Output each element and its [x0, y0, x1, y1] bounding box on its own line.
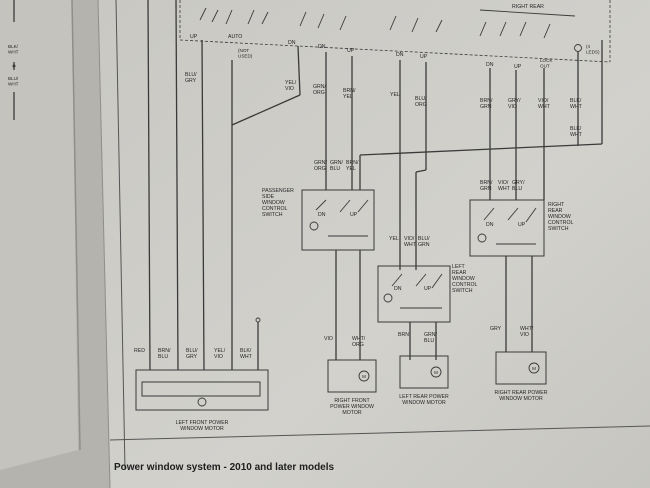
wire-label: VIO/WHT	[538, 98, 551, 110]
switch-label: UP	[347, 48, 355, 54]
switch-label: RIGHT REAR	[512, 4, 544, 10]
wire-label: BLU/ORG	[415, 96, 427, 108]
left-page-fragment: BLK/WHT BLU/WHT	[8, 0, 19, 120]
wire-label: YEL	[390, 92, 400, 98]
switch-label: UP	[518, 222, 526, 228]
motor-symbol: M	[362, 374, 366, 379]
switch-label: UP	[350, 212, 358, 218]
wire-label: BLK/WHT	[240, 348, 253, 360]
wire-label: BRN/YEL	[343, 88, 356, 100]
wire-label: GRN/BLU	[424, 332, 438, 344]
switch-label: UP	[420, 54, 428, 60]
wire-label: BRN/YEL	[346, 160, 359, 172]
wire-label: BLK/WHT	[8, 44, 19, 54]
wire-label: VIO/WHT	[404, 236, 417, 248]
wire-label: BLU/WHT	[8, 76, 19, 86]
switch-label: DN	[318, 44, 326, 50]
left-page	[0, 0, 78, 470]
switch-label: DN	[318, 212, 326, 218]
wire-label: BRN/BLU	[158, 348, 171, 360]
wire-label: YEL/VIO	[285, 80, 297, 92]
wire-label: GRY/VIO	[508, 98, 521, 110]
wire-label: GRY	[490, 326, 502, 332]
motor-symbol: M	[532, 366, 536, 371]
switch-label: UP	[514, 64, 522, 70]
switch-label: UP	[424, 286, 432, 292]
master-wires: BLU/GRY YEL/VIO GRN/ORG BRN/YEL YEL BLU/…	[147, 0, 603, 371]
wire-label: WHT/VIO	[520, 326, 534, 338]
switch-label: DN	[486, 62, 494, 68]
wire-label: BLU/GRY	[186, 348, 198, 360]
wire-label: BRN/GRN	[480, 98, 493, 110]
wire-label: BRN	[398, 332, 409, 338]
switch-label: DN	[486, 222, 494, 228]
wire-label: BLK/WHT	[570, 126, 583, 138]
ground-symbol	[255, 317, 261, 370]
wire-label: GRY/BLU	[512, 180, 525, 192]
wire-label: YEL/VIO	[214, 348, 226, 360]
switch-label: AUTO	[228, 34, 242, 40]
wire-label: BLK/WHT	[570, 98, 583, 110]
switch-label: DN	[396, 52, 404, 58]
wire-label: GRN/ORG	[313, 84, 327, 96]
wire-label: BLU/GRN	[418, 236, 430, 248]
motor-symbol: M	[434, 370, 438, 375]
wire-label: YEL	[389, 236, 399, 242]
wire-label: BLU/GRY	[185, 72, 197, 84]
left-front-motor: RED BRN/BLU BLU/GRY YEL/VIO BLK/WHT LEFT…	[134, 348, 269, 432]
wire-label: RED	[134, 348, 145, 354]
wire-label: WHT/ORG	[352, 336, 366, 348]
wire-label: GRN/BLU	[330, 160, 344, 172]
page-caption: Power window system - 2010 and later mod…	[114, 462, 335, 473]
wire-label: BRN/GRN	[480, 180, 493, 192]
wire-label: GRN/ORG	[314, 160, 328, 172]
switch-label: UP	[190, 34, 198, 40]
wire-label: VIO/WHT	[498, 180, 511, 192]
switch-label: DN	[288, 40, 296, 46]
switch-label: DN	[394, 286, 402, 292]
wire-label: VIO	[324, 336, 333, 342]
